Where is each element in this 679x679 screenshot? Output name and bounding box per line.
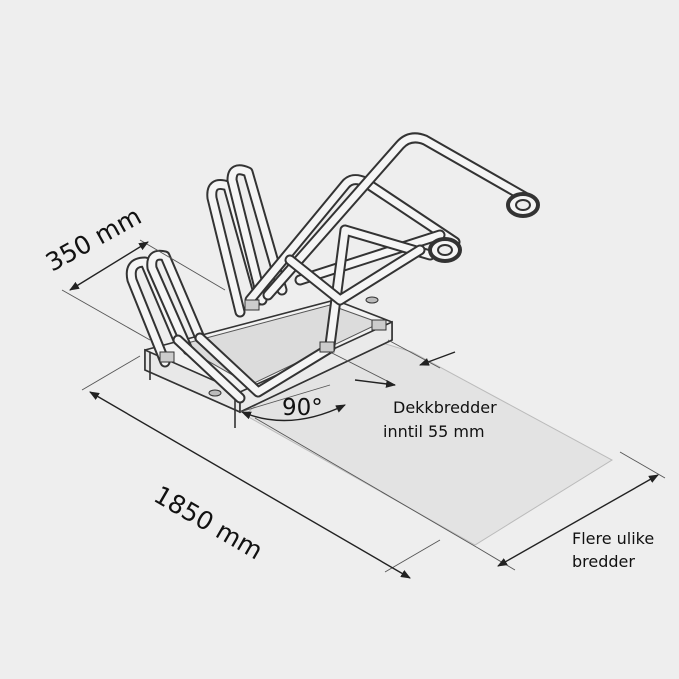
- angle-label: 90°: [282, 395, 323, 421]
- variants-label-line1: Flere ulike: [572, 529, 654, 548]
- angle-indicator: [239, 384, 346, 422]
- length-label: 1850 mm: [149, 480, 268, 565]
- variant-width-indicator: [477, 451, 666, 571]
- variants-label-line2: bredder: [572, 552, 635, 571]
- dimension-length: [81, 355, 441, 579]
- tire-width-indicator: [329, 339, 456, 388]
- tire-width-label-line2: inntil 55 mm: [383, 422, 485, 441]
- bike-rack-frame: [125, 132, 540, 404]
- dimension-width: [61, 239, 226, 341]
- tire-width-label-line1: Dekkbredder: [393, 398, 497, 417]
